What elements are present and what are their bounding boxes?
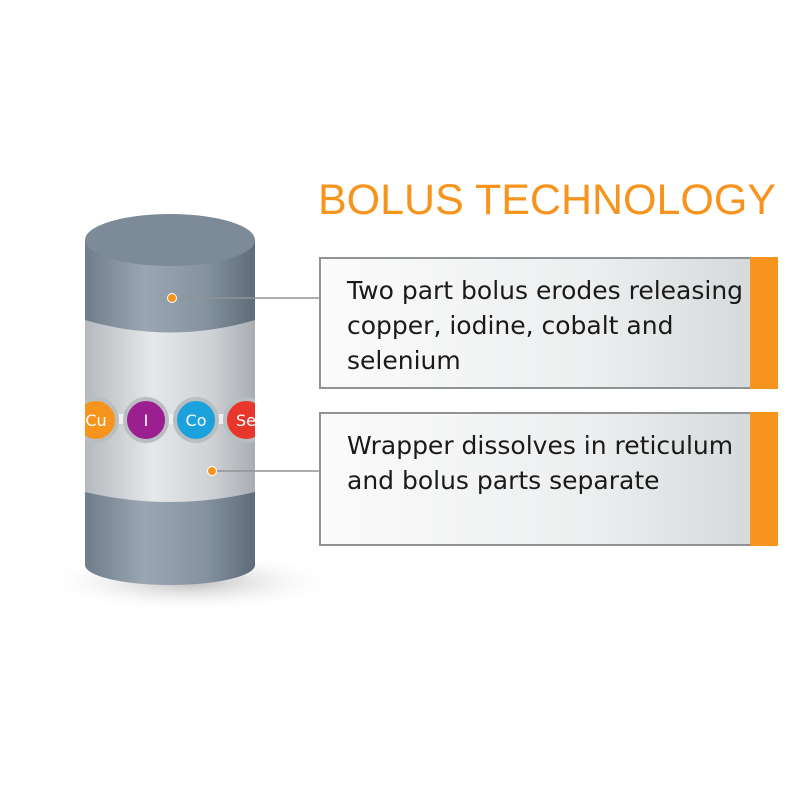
page-title: BOLUS TECHNOLOGY — [318, 176, 776, 224]
element-circle-se — [223, 397, 255, 443]
leader-dot-2 — [207, 466, 217, 476]
element-circle-i — [123, 397, 169, 443]
callout-text: Wrapper dissolves in reticulum and bolus… — [347, 431, 734, 495]
wrapper-band — [85, 320, 255, 502]
element-label: Co — [186, 411, 207, 430]
element-chain — [85, 414, 255, 424]
element-circle-cu — [85, 397, 119, 443]
cylinder-top — [85, 214, 255, 266]
accent-bar — [750, 257, 778, 389]
callout-box-wrapper: Wrapper dissolves in reticulum and bolus… — [319, 412, 778, 546]
callout-text: Two part bolus erodes releasing copper, … — [347, 276, 744, 375]
element-label: I — [144, 411, 149, 430]
callout-box-erodes: Two part bolus erodes releasing copper, … — [319, 257, 778, 389]
leader-dot-1 — [167, 293, 177, 303]
accent-bar — [750, 412, 778, 546]
element-circle-co — [173, 397, 219, 443]
element-label: Cu — [85, 411, 106, 430]
element-label: Se — [236, 411, 256, 430]
